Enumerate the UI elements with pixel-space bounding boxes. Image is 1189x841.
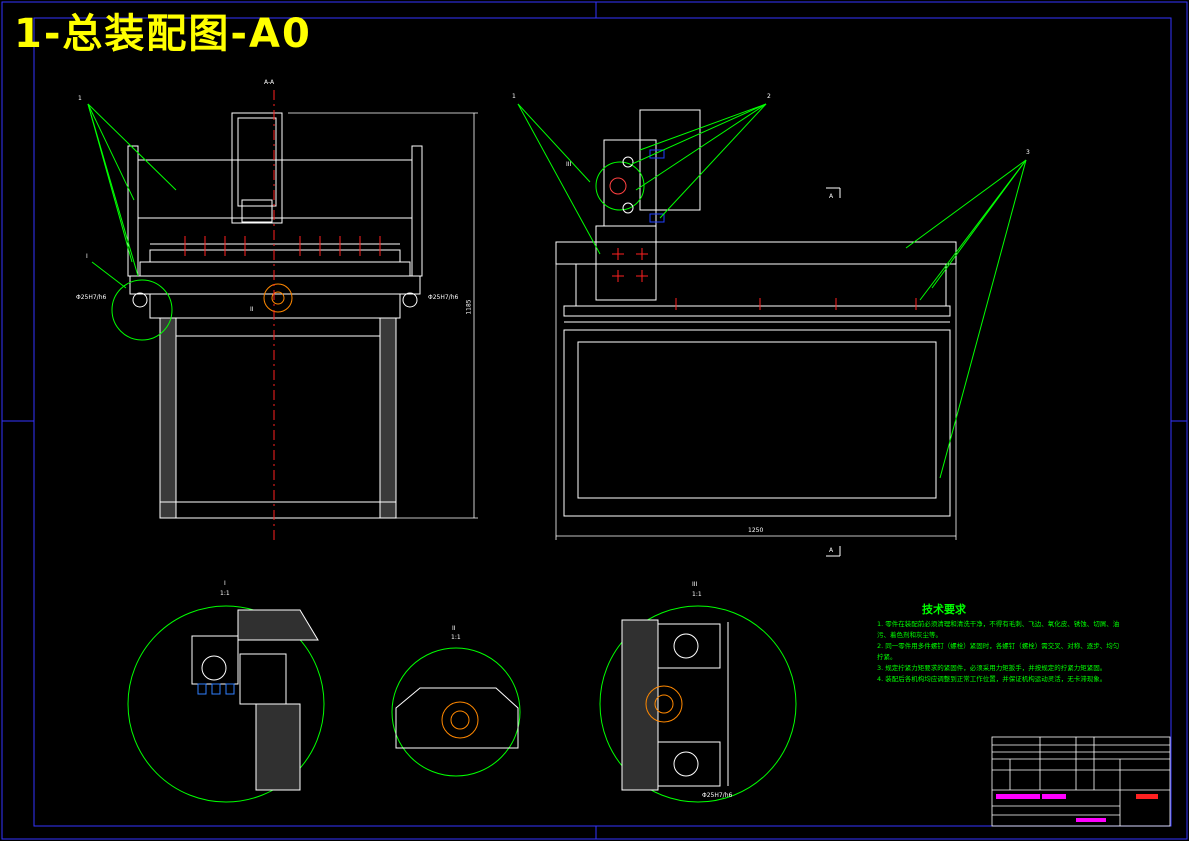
balloon-side-2: 2	[767, 93, 771, 100]
balloon-front-1: 1	[78, 95, 82, 102]
tech-requirement-line: 4. 装配后各机构均应调整到正常工作位置，并保证机构运动灵活，无卡滞现象。	[877, 675, 1107, 683]
detail-I-name: I	[224, 580, 226, 587]
drawing-title: 1-总装配图-A0	[14, 11, 312, 57]
detail-I-scale: 1:1	[220, 590, 230, 597]
side-head-detail	[595, 149, 665, 223]
title-block-marks	[996, 794, 1158, 822]
tech-requirement-line: 1. 零件在装配前必须清理和清洗干净，不得有毛刺、飞边、氧化皮、锈蚀、切屑、油	[877, 620, 1120, 628]
fit-tolerance-left: Φ25H7/h6	[76, 294, 107, 301]
balloon-side-3: 3	[1026, 149, 1030, 156]
tech-requirement-line: 2. 同一零件用多件螺钉（螺栓）紧固时，各螺钉（螺栓）需交叉、对称、逐步、均匀	[877, 642, 1120, 650]
front-height-dimension-text: 1185	[465, 299, 473, 315]
title-block	[991, 736, 1171, 827]
side-view-label-top: A	[829, 193, 834, 200]
tech-requirement-line: 污、着色剂和灰尘等。	[877, 631, 942, 639]
fit-tolerance-right: Φ25H7/h6	[428, 294, 459, 301]
mark-III: III	[566, 161, 572, 168]
side-view-label-bottom: A	[829, 547, 834, 554]
mark-II: II	[250, 306, 254, 313]
inner-border	[33, 17, 1172, 827]
section-arrows	[826, 187, 841, 557]
detail-I-view	[127, 605, 325, 803]
side-width-dimension	[555, 264, 957, 540]
front-view	[127, 112, 423, 519]
side-width-dimension-text: 1250	[748, 527, 764, 534]
mark-I: I	[86, 253, 88, 260]
balloon-side-1: 1	[512, 93, 516, 100]
tech-requirement-line: 拧紧。	[877, 653, 897, 661]
detail-II-scale: 1:1	[451, 634, 461, 641]
front-height-dimension	[288, 112, 478, 519]
detail-II-name: II	[452, 625, 456, 632]
detail-III-scale: 1:1	[692, 591, 702, 598]
side-markers	[612, 248, 917, 310]
front-view-label: A-A	[264, 79, 275, 86]
tech-requirement-line: 3. 规定拧紧力矩要求的紧固件，必须采用力矩扳手，并按规定的拧紧力矩紧固。	[877, 664, 1107, 672]
detail-I-callout	[111, 279, 173, 341]
side-view	[555, 109, 957, 517]
detail-III-name: III	[692, 581, 698, 588]
detail-II-view	[391, 647, 521, 777]
front-leaders	[87, 103, 177, 289]
fit-tolerance-detail: Φ25H7/h6	[702, 792, 733, 799]
front-markers	[184, 236, 381, 256]
side-leaders	[517, 103, 1027, 479]
detail-III-view	[599, 605, 797, 803]
tech-requirements-title: 技术要求	[922, 603, 966, 616]
